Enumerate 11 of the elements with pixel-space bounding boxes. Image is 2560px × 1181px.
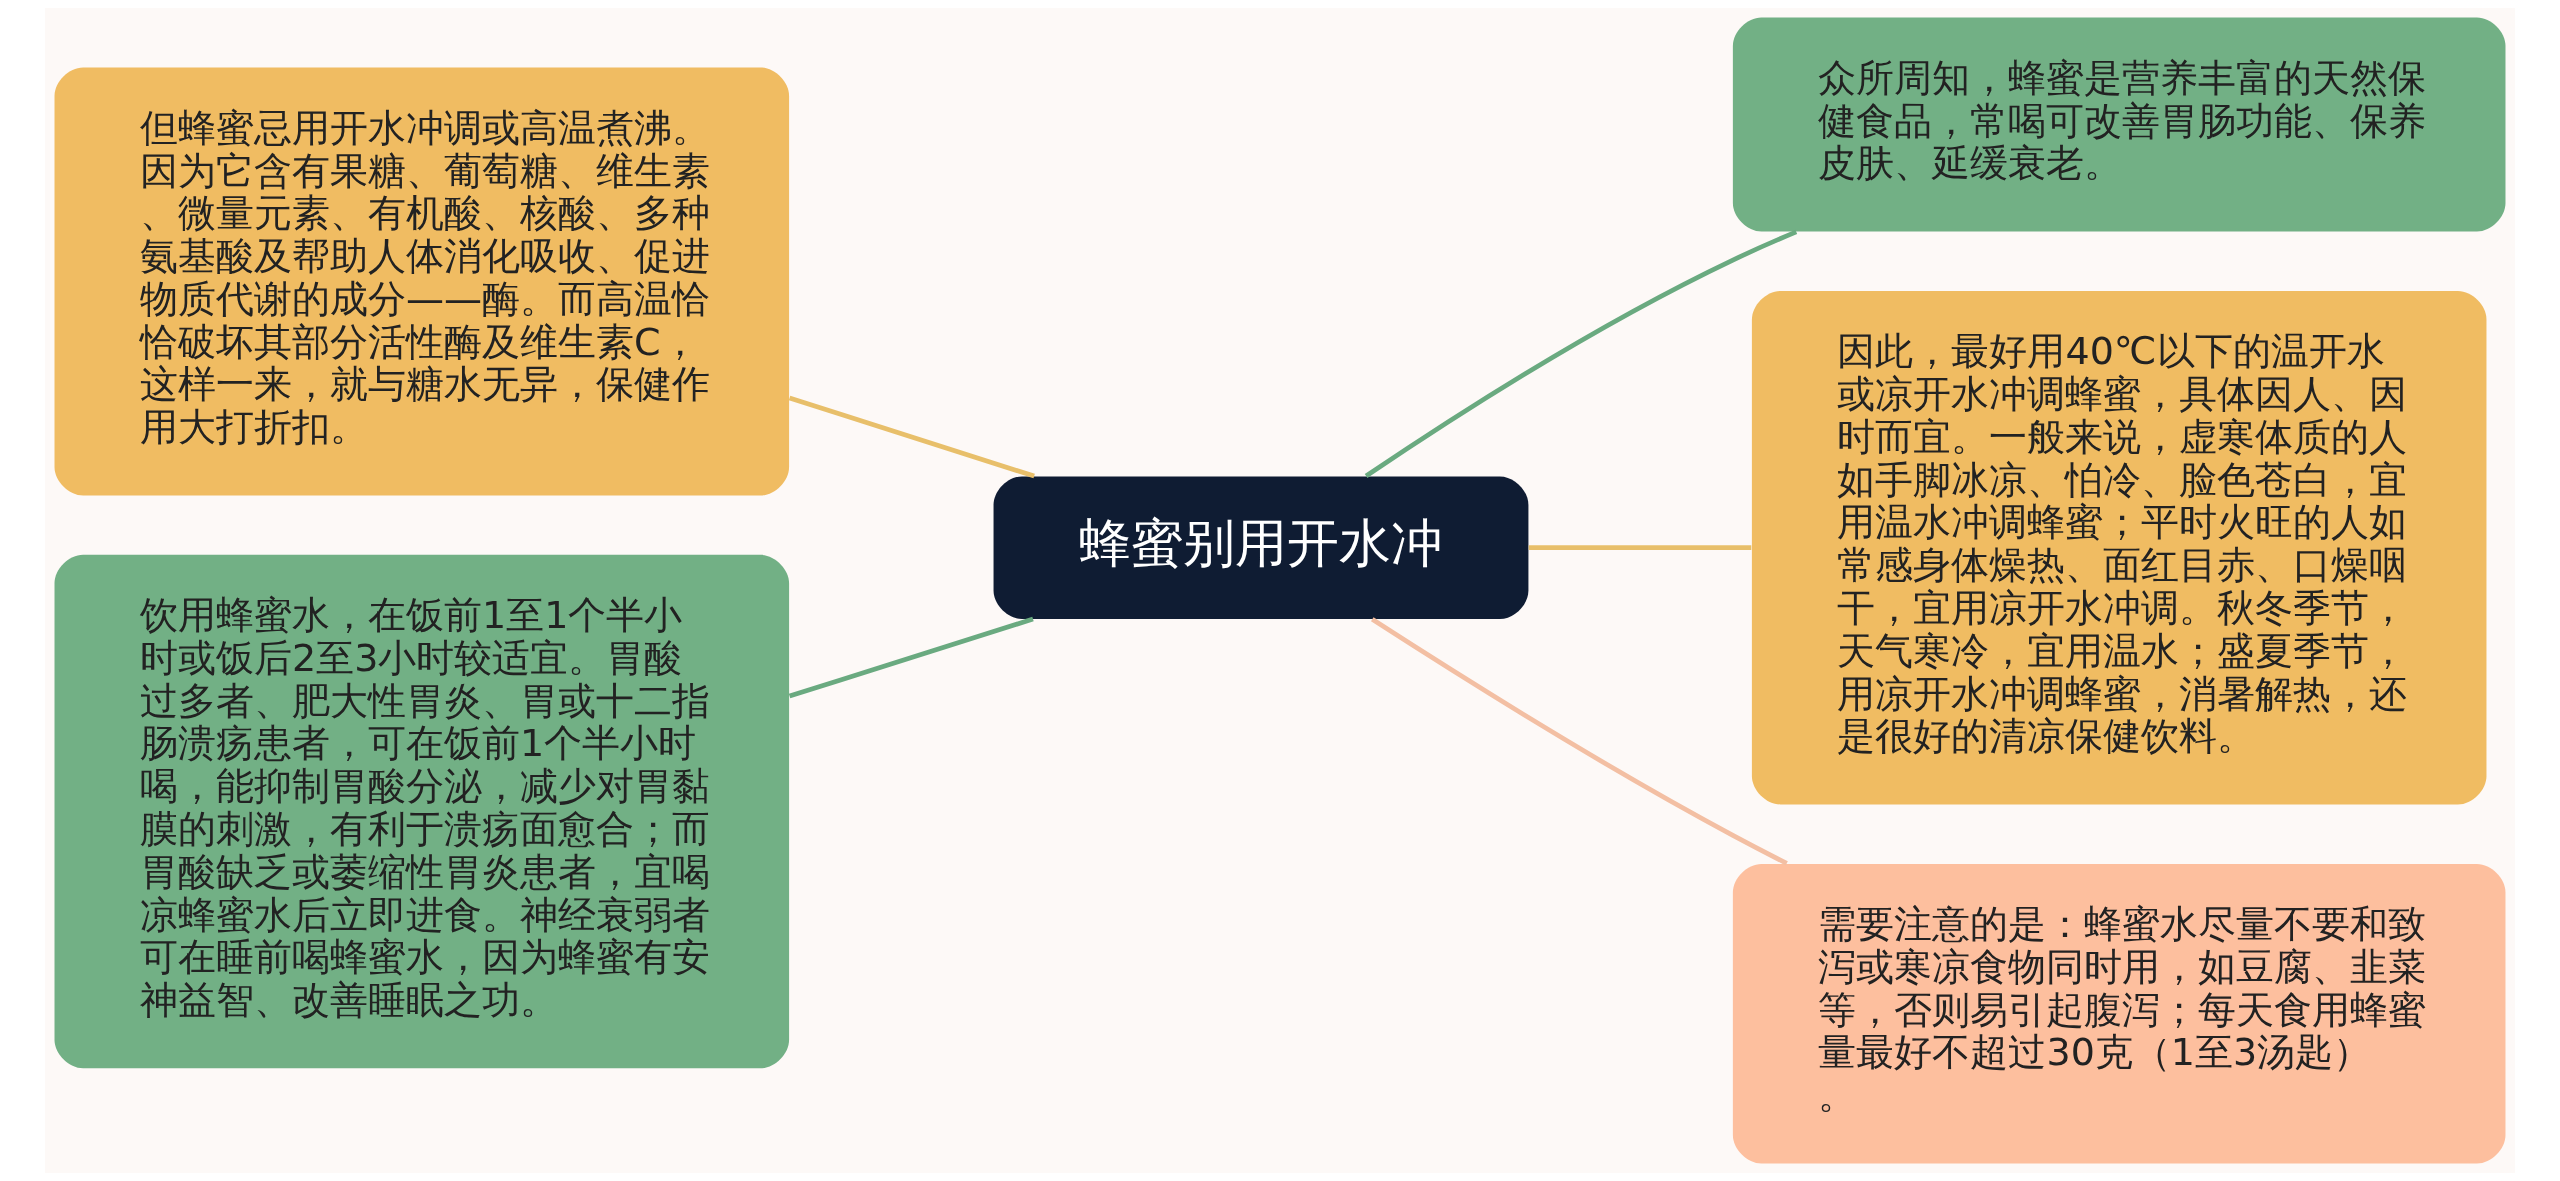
connector xyxy=(1364,229,1798,478)
node-box: 众所周知，蜂蜜是营养丰富的天然保健食品，常喝可改善胃肠功能、保养皮肤、延缓衰老。 xyxy=(1732,17,2506,232)
connector xyxy=(788,395,1035,479)
node-box: 蜂蜜别用开水冲 xyxy=(993,476,1529,620)
connector xyxy=(1528,545,1752,551)
connector xyxy=(1370,617,1788,866)
node-box: 因此，最好用40℃以下的温开水或凉开水冲调蜂蜜，具体因人、因时而宜。一般来说，虚寒体质的人如手脚冰凉、怕冷、脸色苍白，宜用温水冲调蜂蜜；平时火旺的人如常感身体燥热、面红目赤、口燥咽干，宜用凉开水冲调。秋冬季节，天气寒冷，宜用温水；盛夏季节，用凉开水冲调蜂蜜，消暑解热，还是很好的清凉保健饮料。 xyxy=(1751,290,2487,805)
connector xyxy=(788,616,1034,699)
node-box: 但蜂蜜忌用开水冲调或高温煮沸。因为它含有果糖、葡萄糖、维生素、微量元素、有机酸、核酸、多种氨基酸及帮助人体消化吸收、促进物质代谢的成分——酶。而高温恰恰破坏其部分活性酶及维生素C，这样一来，就与糖水无异，保健作用大打折扣。 xyxy=(54,67,790,496)
node-box: 饮用蜂蜜水，在饭前1至1个半小时或饭后2至3小时较适宜。胃酸过多者、肥大性胃炎、胃或十二指肠溃疡患者，可在饭前1个半小时喝，能抑制胃酸分泌，减少对胃黏膜的刺激，有利于溃疡面愈合；而胃酸缺乏或萎缩性胃炎患者，宜喝凉蜂蜜水后立即进食。神经衰弱者可在睡前喝蜂蜜水，因为蜂蜜有安神益智、改善睡眠之功。 xyxy=(54,554,790,1069)
node-box: 需要注意的是：蜂蜜水尽量不要和致泻或寒凉食物同时用，如豆腐、韭菜等，否则易引起腹泻；每天食用蜂蜜量最好不超过30克（1至3汤匙）。 xyxy=(1732,863,2506,1164)
